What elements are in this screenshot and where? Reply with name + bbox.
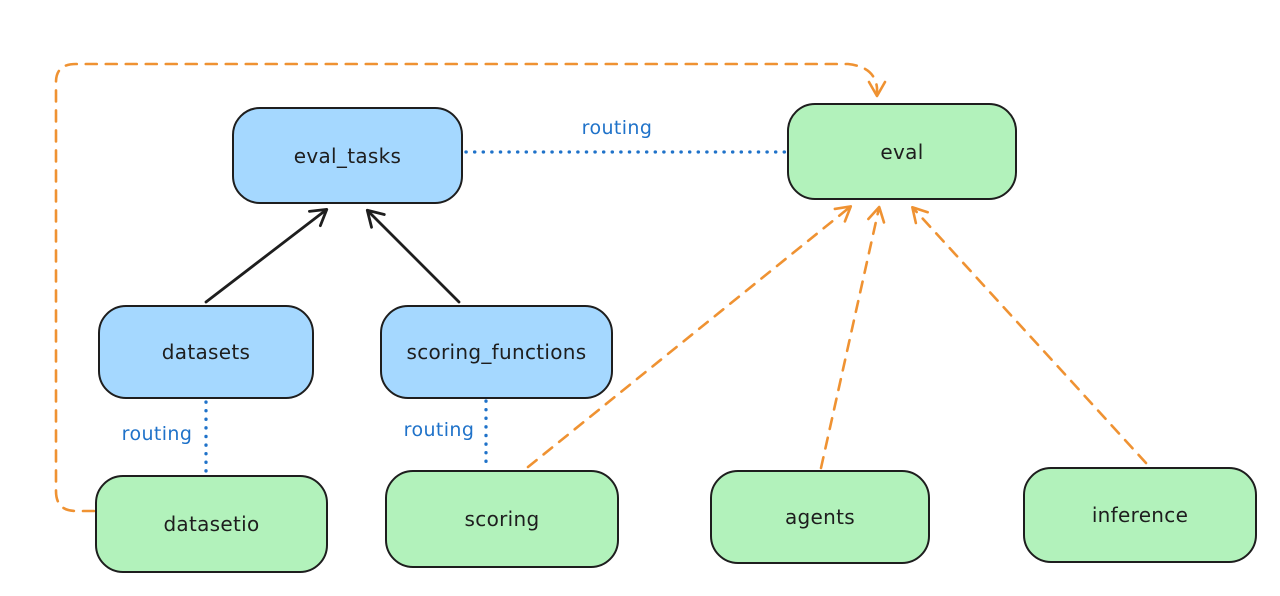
edge-inference-to-eval-dashed-arrow (911, 205, 1148, 465)
node-scoring-label: scoring (464, 507, 540, 531)
edge-datasets-to-eval-tasks-arrow (204, 207, 329, 304)
edge-label-routing-datasets-datasetio: routing (121, 423, 193, 445)
node-datasets: datasets (98, 305, 314, 399)
node-eval-tasks-label: eval_tasks (293, 143, 402, 168)
node-inference: inference (1023, 467, 1257, 563)
node-inference-label: inference (1091, 503, 1189, 527)
edge-scoring-functions-to-eval-tasks-arrow (365, 208, 461, 304)
node-eval-label: eval (880, 139, 924, 164)
edge-agents-to-eval-dashed-arrow (819, 205, 886, 470)
node-scoring-functions: scoring_functions (380, 305, 613, 399)
edge-label-routing-eval-tasks-eval: routing (581, 117, 653, 139)
node-eval-tasks: eval_tasks (232, 107, 463, 204)
node-datasetio-label: datasetio (163, 512, 260, 536)
node-scoring-functions-label: scoring_functions (406, 340, 587, 364)
node-agents-label: agents (785, 505, 855, 529)
edge-scoring-to-eval-dashed-arrow (526, 205, 853, 469)
node-datasets-label: datasets (161, 340, 251, 364)
node-agents: agents (710, 470, 930, 564)
node-scoring: scoring (385, 470, 619, 568)
node-datasetio: datasetio (95, 475, 328, 573)
edge-datasetio-to-eval-dashed-arrow (54, 62, 887, 513)
edge-label-routing-scoring-functions-scoring: routing (403, 419, 475, 441)
node-eval: eval (787, 103, 1017, 200)
